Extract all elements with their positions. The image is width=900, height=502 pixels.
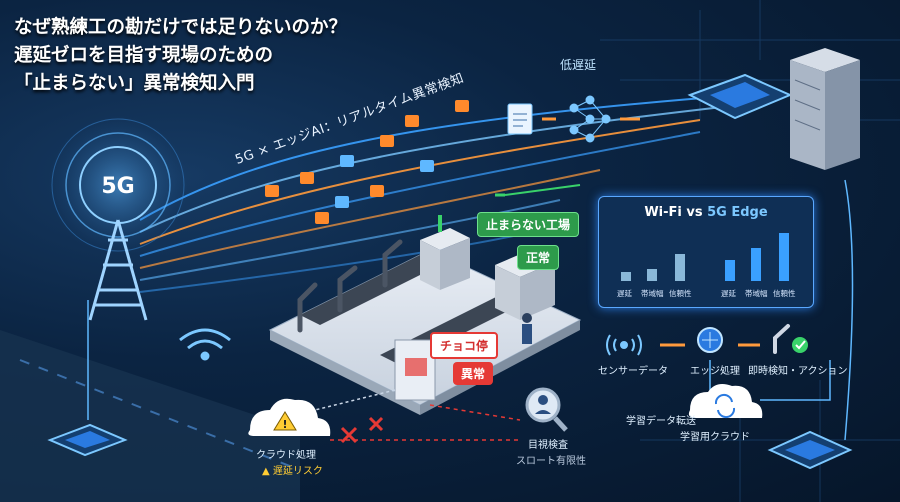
magnifier-icon bbox=[525, 387, 568, 432]
road bbox=[0, 330, 300, 502]
cloud-icon bbox=[688, 384, 763, 418]
chip-icon bbox=[47, 423, 128, 457]
robot-arm-icon bbox=[297, 239, 403, 333]
training-transfer-label: 学習データ転送 bbox=[626, 416, 696, 427]
arrow bbox=[504, 184, 581, 196]
normal-badge: 正常 bbox=[517, 245, 560, 270]
warning-icon: ! bbox=[273, 411, 297, 431]
latency-risk-text: 遅延リスク bbox=[272, 466, 323, 477]
server-icon bbox=[790, 48, 860, 170]
right-label-reliability: 信頼性 bbox=[773, 289, 796, 298]
left-label-latency: 遅延 bbox=[617, 289, 632, 298]
tower-icon bbox=[48, 115, 188, 321]
instant-action-label: 即時検知・アクション bbox=[748, 366, 848, 377]
latency-risk-label: ▲ 遅延リスク bbox=[262, 466, 323, 477]
edge-processing-label: エッジ処理 bbox=[690, 366, 740, 377]
headline: なぜ熟練工の勘だけでは足りないのか？ 遅延ゼロを目指す現場のための 「止まらない… bbox=[14, 14, 347, 98]
brain-icon bbox=[697, 327, 723, 353]
edge-bar bbox=[779, 233, 789, 281]
abnormal-badge: 異常 bbox=[453, 362, 494, 385]
chip-icon bbox=[687, 73, 793, 120]
right-label-bandwidth: 帯域幅 bbox=[745, 289, 768, 298]
factory-floor bbox=[268, 228, 582, 415]
headline-line2: 遅延ゼロを目指す現場のための bbox=[14, 45, 274, 66]
wifi-bar bbox=[647, 269, 657, 281]
nonstop-factory-badge: 止まらない工場 bbox=[477, 212, 580, 237]
comparison-title-vs: vs bbox=[681, 205, 708, 220]
sensor-icon bbox=[606, 334, 642, 356]
left-label-reliability: 信頼性 bbox=[669, 289, 692, 298]
edge-bar bbox=[725, 260, 735, 281]
visual-inspection-label: 目視検査 bbox=[528, 440, 568, 451]
comparison-title-wifi: Wi-Fi bbox=[644, 205, 682, 220]
sync-icon bbox=[714, 393, 736, 419]
cloud-processing-label: クラウド処理 bbox=[256, 450, 316, 461]
right-label-latency: 遅延 bbox=[721, 289, 736, 298]
wifi-icon bbox=[179, 328, 231, 361]
chip-icon bbox=[767, 430, 853, 470]
comparison-panel: Wi-Fi vs 5G Edge 遅延 帯域幅 信頼性 遅延 帯域幅 信頼性 bbox=[598, 196, 814, 308]
neural-net-icon bbox=[569, 95, 611, 143]
headline-line3: 「止まらない」異常検知入門 bbox=[14, 73, 255, 94]
wifi-bar bbox=[675, 254, 685, 281]
robot-arm-icon bbox=[773, 324, 790, 354]
edge-bar bbox=[751, 248, 761, 281]
low-latency-label: 低遅延 bbox=[560, 58, 597, 72]
cloud-icon bbox=[248, 398, 331, 436]
svg-text:!: ! bbox=[282, 418, 287, 431]
choco-stop-badge: チョコ停 bbox=[430, 332, 499, 359]
document-icon bbox=[507, 103, 533, 135]
check-icon bbox=[792, 337, 808, 353]
sensor-data-label: センサーデータ bbox=[598, 366, 668, 377]
headline-line1: なぜ熟練工の勘だけでは足りないのか？ bbox=[14, 17, 348, 38]
training-cloud-label: 学習用クラウド bbox=[680, 432, 750, 443]
tower-label: 5G bbox=[101, 174, 134, 199]
data-cards bbox=[265, 100, 469, 224]
comparison-title: Wi-Fi vs 5G Edge bbox=[599, 205, 813, 220]
visual-inspection-limit: スロート有限性 bbox=[516, 456, 586, 467]
wifi-bar bbox=[621, 272, 631, 281]
comparison-title-edge: 5G Edge bbox=[707, 205, 768, 220]
left-label-bandwidth: 帯域幅 bbox=[641, 289, 664, 298]
